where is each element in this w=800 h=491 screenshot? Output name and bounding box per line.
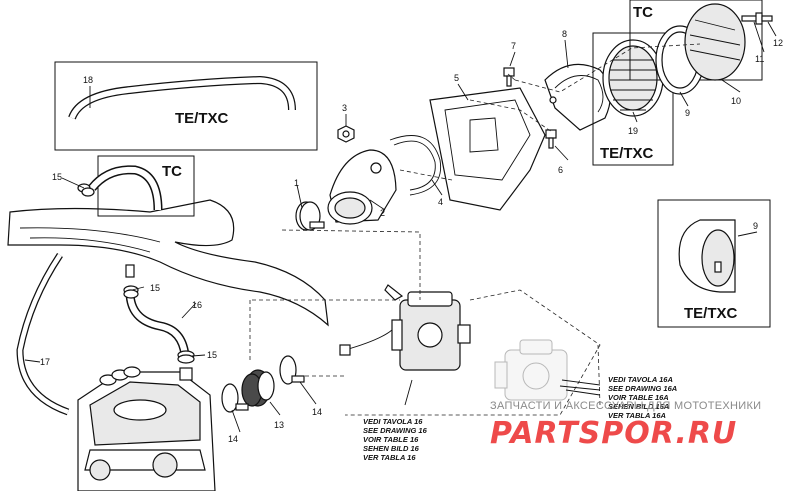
intake-duct-2: [327, 149, 397, 225]
bolt-12: [755, 12, 773, 25]
ref16a-line-1: VEDI TAVOLA 16A: [608, 375, 673, 384]
label-17: 17: [40, 357, 50, 367]
ref16-line-1: VEDI TAVOLA 16: [363, 417, 423, 426]
label-15a: 15: [52, 172, 62, 182]
watermark-logo: PARTSPOR.RU: [490, 416, 737, 451]
hose-16: [125, 264, 190, 356]
ref-table-16a: VEDI TAVOLA 16A SEE DRAWING 16A VOIR TAB…: [608, 375, 677, 420]
label-13: 13: [274, 420, 284, 430]
carburettor: [339, 284, 471, 371]
te-txc-ring-box: [657, 199, 771, 328]
part-labels: 1 2 3 4 5 6 7 8 9 9 10 11 12 13 14 14 15…: [40, 29, 783, 444]
bolt-6: [545, 129, 557, 149]
variant-label-tc-cover: TC: [633, 4, 653, 21]
label-1: 1: [294, 178, 299, 188]
leader-lines: [24, 21, 777, 433]
variant-label-te-txc-hose: TE/TXC: [175, 110, 229, 127]
ring-9-te-txc: [678, 219, 736, 293]
clamp-14-right: [279, 355, 305, 385]
label-12: 12: [773, 38, 783, 48]
filter-19: [602, 39, 664, 117]
filter-10: [684, 3, 746, 81]
te-txc-hose-box: [54, 61, 318, 151]
assembly-lines: [249, 43, 701, 416]
label-10: 10: [731, 96, 741, 106]
gasket-ring-4: [389, 135, 442, 196]
label-8: 8: [562, 29, 567, 39]
label-15c: 15: [207, 350, 217, 360]
ref16-line-2: SEE DRAWING 16: [363, 426, 428, 435]
ref16a-line-4: SEHEN BILD 16A: [608, 402, 669, 411]
bolt-7: [503, 67, 515, 87]
variant-label-te-txc-ring: TE/TXC: [684, 305, 738, 322]
label-16: 16: [192, 300, 202, 310]
label-5: 5: [454, 73, 459, 83]
label-18: 18: [83, 75, 93, 85]
clamp-15-upper: [123, 285, 139, 299]
watermark: ЗАПЧАСТИ И АКСЕССУАРЫ ДЛЯ МОТОТЕХНИКИ PA…: [490, 400, 761, 451]
filter-cage-8: [544, 63, 611, 131]
label-6: 6: [558, 165, 563, 175]
watermark-caption: ЗАПЧАСТИ И АКСЕССУАРЫ ДЛЯ МОТОТЕХНИКИ: [490, 400, 761, 412]
variant-label-tc-hose: TC: [162, 163, 182, 180]
label-4: 4: [438, 197, 443, 207]
airbox-5: [429, 87, 546, 211]
ref16a-line-5: VER TABLA 16A: [608, 411, 666, 420]
frame-body: [7, 199, 329, 327]
intake-boot-13: [241, 369, 275, 407]
clamp-14-left: [221, 383, 249, 413]
ref16-line-4: SEHEN BILD 16: [363, 444, 420, 453]
label-2: 2: [380, 208, 385, 218]
label-9b: 9: [753, 221, 758, 231]
engine-head: [77, 366, 216, 491]
label-15b: 15: [150, 283, 160, 293]
te-txc-filter-box: [592, 32, 674, 166]
ref16a-line-2: SEE DRAWING 16A: [608, 384, 677, 393]
ref16-line-3: VOIR TABLE 16: [363, 435, 419, 444]
carburettor-16a: [494, 339, 568, 401]
label-14b: 14: [312, 407, 322, 417]
label-7: 7: [511, 41, 516, 51]
variant-label-te-txc-cover: TE/TXC: [600, 145, 654, 162]
clamp-1: [295, 201, 325, 231]
label-11: 11: [755, 54, 764, 64]
variant-labels: TE/TXC TC TC TE/TXC TE/TXC: [162, 4, 738, 322]
label-14a: 14: [228, 434, 238, 444]
ref-table-16: VEDI TAVOLA 16 SEE DRAWING 16 VOIR TABLE…: [363, 417, 428, 462]
label-9a: 9: [685, 108, 690, 118]
hose-18: [68, 75, 296, 120]
label-3: 3: [342, 103, 347, 113]
clamp-15-lower: [177, 350, 195, 364]
ref16a-line-3: VOIR TABLE 16A: [608, 393, 669, 402]
ref16-line-5: VER TABLA 16: [363, 453, 416, 462]
hose-tc: [88, 165, 163, 211]
label-19: 19: [628, 126, 638, 136]
nut-3: [337, 125, 355, 143]
